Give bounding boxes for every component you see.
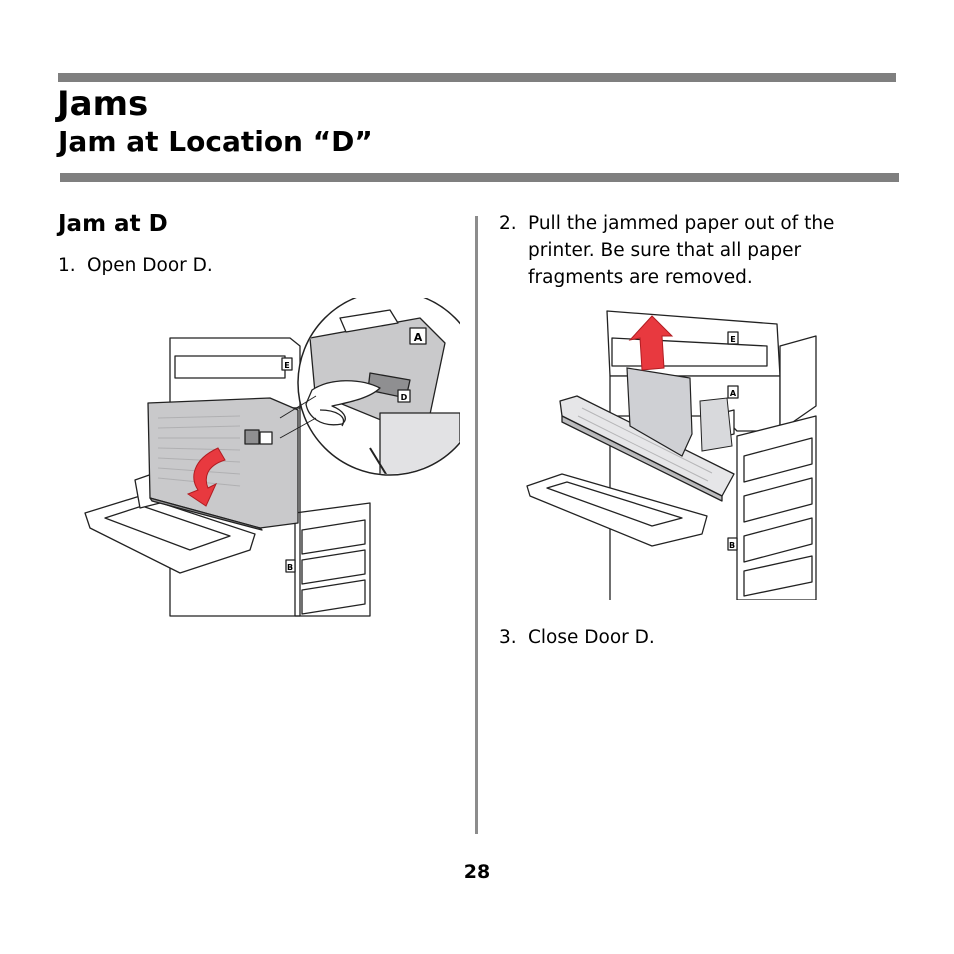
open-door-d-illustration: A D E B: [84, 298, 460, 617]
header-rule-bottom: [60, 173, 899, 182]
detail-magnifier-inset: A D: [279, 298, 460, 476]
door-d-open: [559, 395, 735, 497]
step-text: Pull the jammed paper out of the printer…: [528, 213, 835, 288]
remove-jammed-paper-illustration: E A B: [526, 310, 817, 600]
step-number: 2.: [499, 213, 517, 234]
page-subtitle: Jam at Location “D”: [58, 125, 373, 158]
page-title: Jams: [57, 84, 149, 124]
printer-label-a: A: [730, 389, 737, 398]
pull-up-arrow-icon: [628, 315, 674, 371]
label-e-box: [281, 357, 293, 371]
printer-label-e: E: [730, 335, 735, 344]
printer-label-b: B: [287, 563, 293, 572]
door-d-label-box: [259, 431, 273, 445]
jammed-paper: [626, 367, 693, 457]
inset-label-a: A: [414, 331, 423, 344]
header-rule-top: [58, 73, 896, 82]
step-text: Close Door D.: [528, 627, 655, 648]
printer-label-b: B: [729, 541, 735, 550]
column-divider: [475, 216, 478, 834]
step-number: 3.: [499, 627, 517, 648]
section-heading: Jam at D: [58, 211, 168, 237]
printer-label-e: E: [284, 361, 289, 370]
step-number: 1.: [58, 255, 76, 276]
step-text: Open Door D.: [87, 255, 213, 276]
page-number: 28: [463, 861, 491, 883]
inset-label-d: D: [401, 393, 408, 402]
open-direction-arrow-icon: [186, 447, 226, 507]
